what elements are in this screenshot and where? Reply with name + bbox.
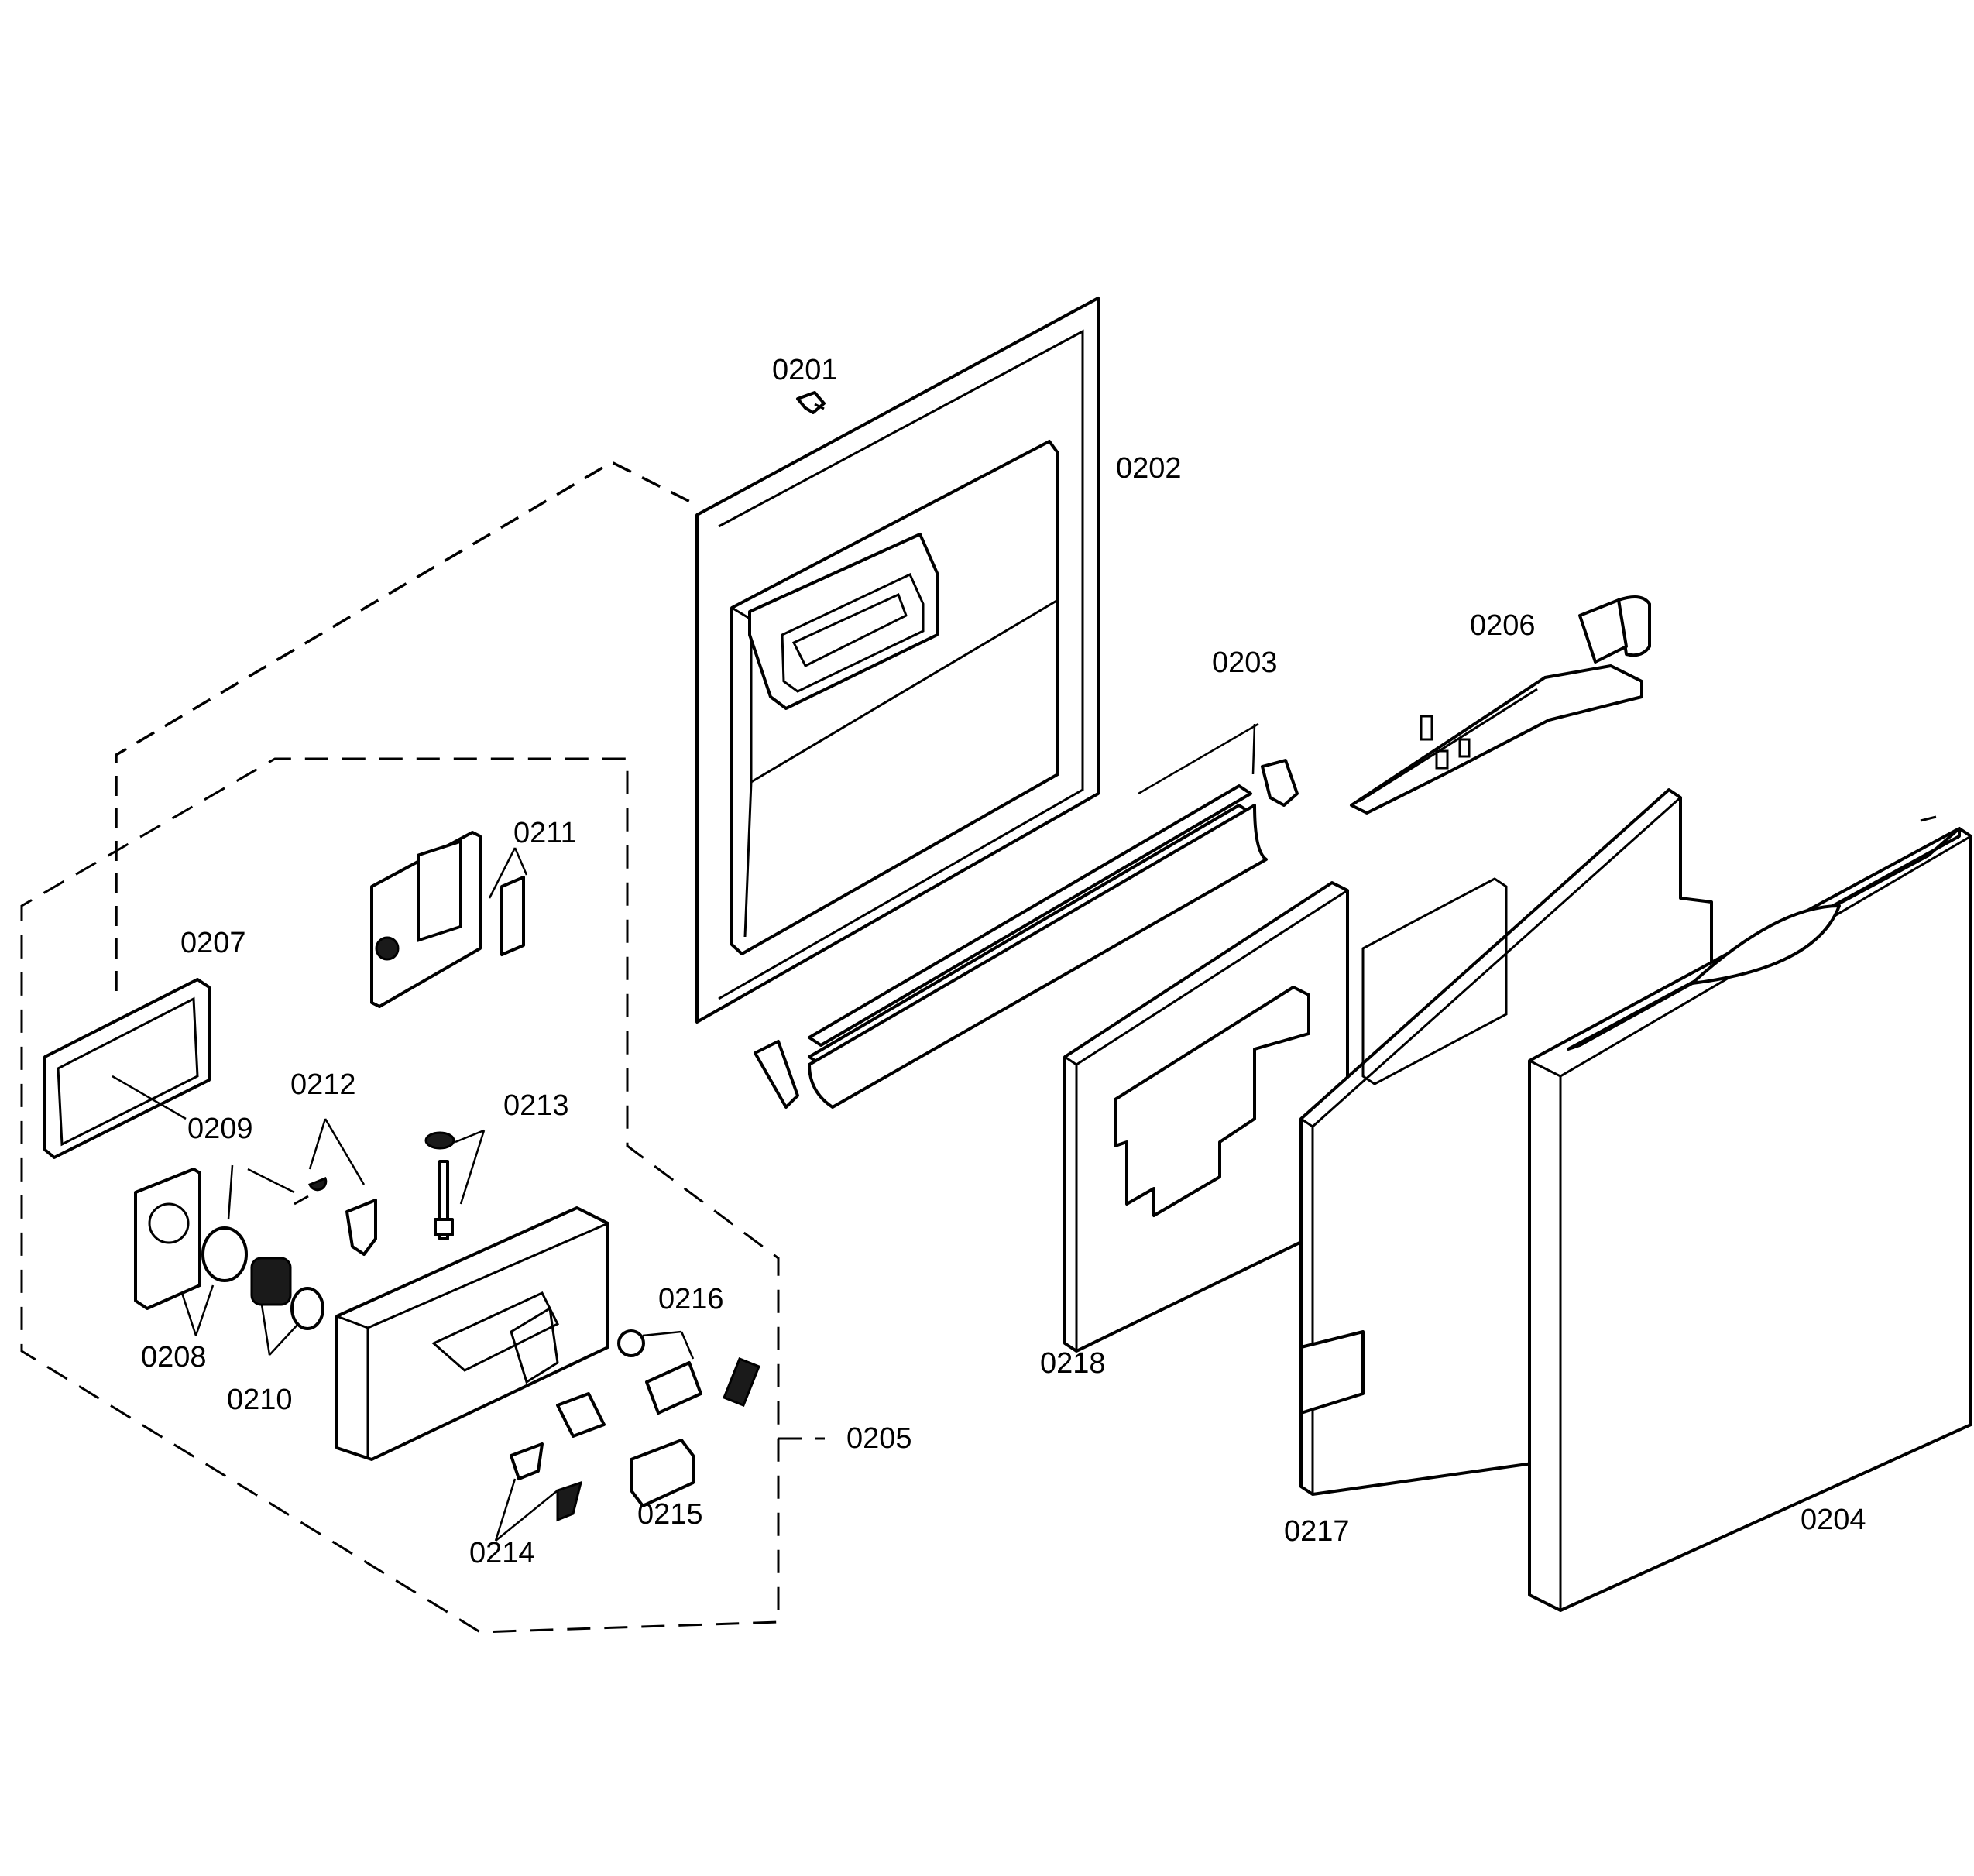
label-0206: 0206: [1470, 609, 1536, 642]
ring-0209: [201, 1226, 248, 1282]
trim-strip-0203: [754, 759, 1299, 1109]
knob-0210: [250, 1257, 324, 1330]
inner-door-0202: [695, 297, 1100, 1024]
label-0213: 0213: [503, 1089, 569, 1122]
label-0209: 0209: [187, 1113, 253, 1145]
label-0205: 0205: [846, 1422, 912, 1455]
levers-0214: [510, 1392, 606, 1522]
part-labels: 0201 0202 0203 0204 0205 0206 0207 0208 …: [141, 354, 1866, 1569]
screw-0201: [796, 391, 826, 414]
label-0210: 0210: [227, 1384, 293, 1416]
label-0216: 0216: [658, 1283, 724, 1315]
solenoid-0215: [630, 1439, 695, 1507]
label-0212: 0212: [290, 1068, 356, 1101]
sub-assembly-0205-outline: [20, 757, 780, 1634]
dispenser-body-0205: [335, 1206, 609, 1461]
label-0217: 0217: [1284, 1515, 1350, 1548]
hinge-bracket-0206: [1350, 595, 1651, 815]
label-0218: 0218: [1040, 1347, 1106, 1380]
leader-lines: [112, 722, 1259, 1542]
label-0208: 0208: [141, 1341, 207, 1374]
label-0211: 0211: [513, 817, 577, 849]
label-0203: 0203: [1212, 646, 1278, 679]
outer-door-0204: [1528, 815, 1972, 1612]
levers-0216: [617, 1329, 760, 1415]
lever-0212: [294, 1177, 377, 1256]
label-0214: 0214: [469, 1537, 535, 1569]
label-0204: 0204: [1801, 1504, 1866, 1536]
seal-frame-0207: [43, 978, 211, 1159]
outer-assembly-outline: [115, 461, 694, 991]
label-0207: 0207: [180, 927, 246, 959]
cover-0211: [370, 831, 525, 1008]
actuator-0208: [134, 1168, 201, 1310]
label-0215: 0215: [637, 1498, 703, 1531]
label-0202: 0202: [1116, 452, 1182, 485]
insulation-0218: [1063, 881, 1349, 1353]
pin-0213: [424, 1131, 455, 1240]
label-0201: 0201: [772, 354, 838, 386]
